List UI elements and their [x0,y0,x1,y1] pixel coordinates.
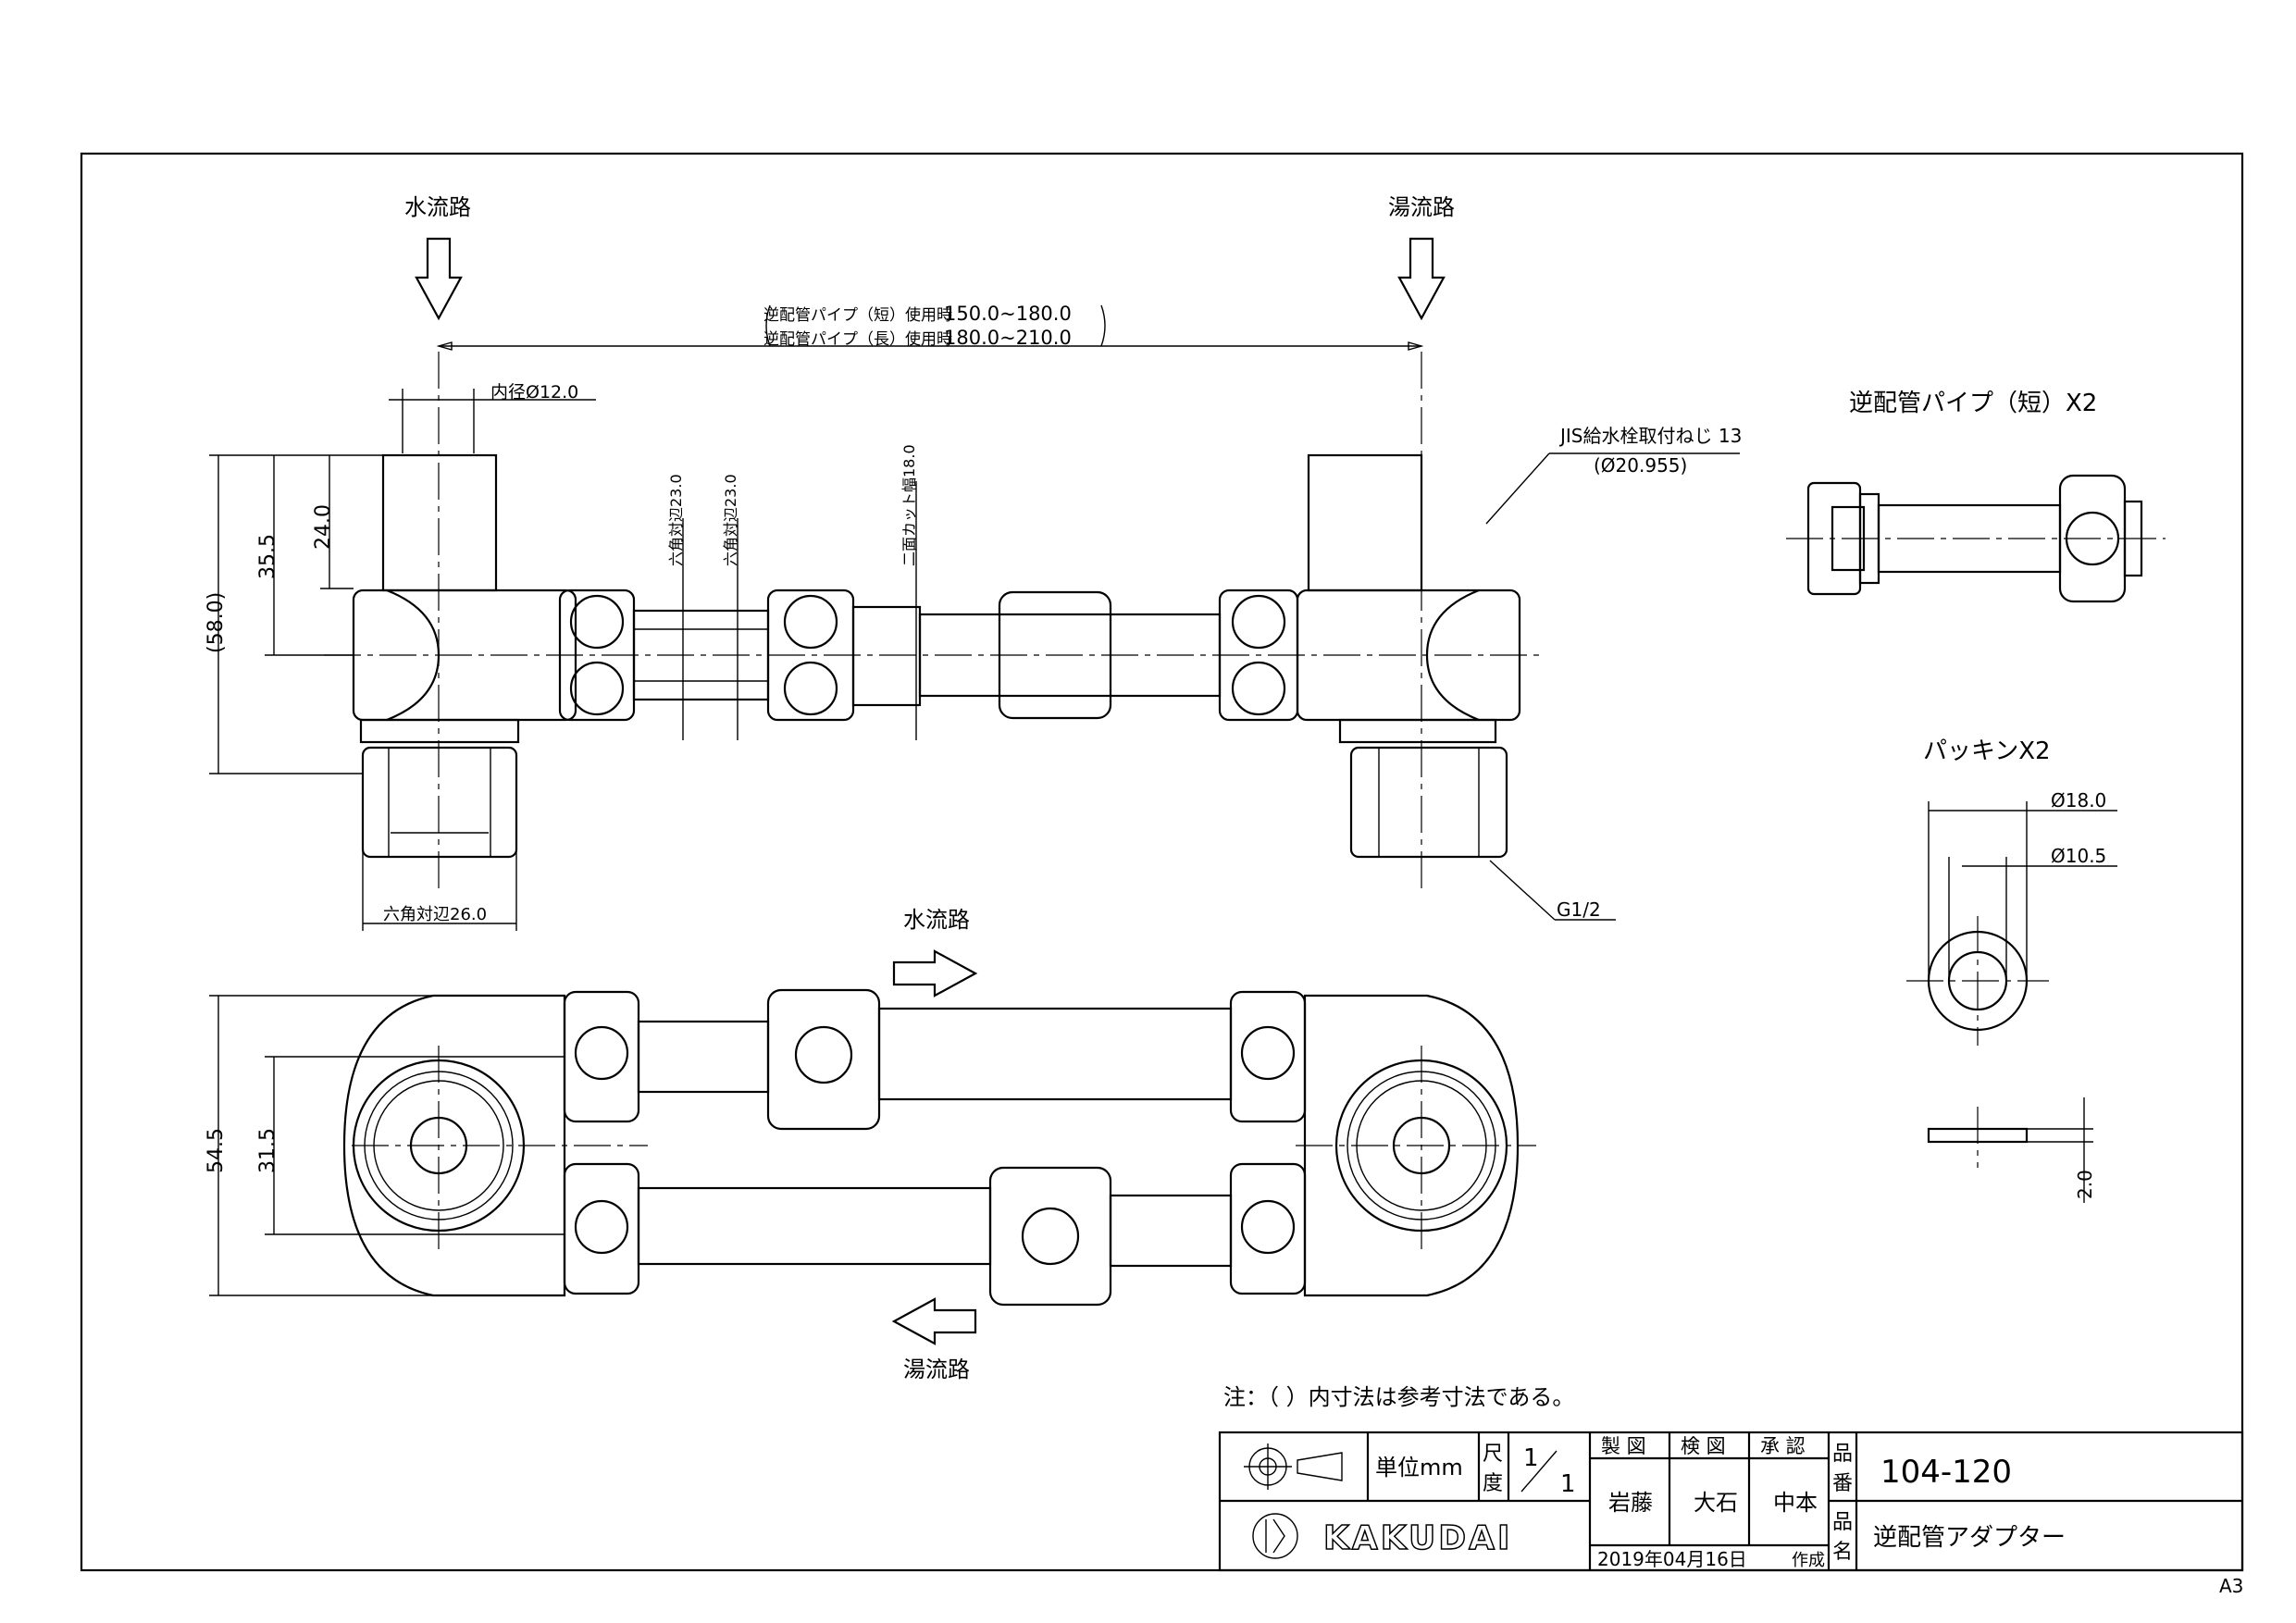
dim-span-long: 逆配管パイプ（長）使用時 [763,329,952,349]
scale-den: 1 [1560,1470,1576,1498]
part-no-label-1: 品 [1832,1443,1853,1466]
packing-label: パッキンX2 [1923,737,2051,765]
scale-label-1: 尺 [1483,1443,1503,1466]
dim-inner-diameter: 内径Ø12.0 [490,382,578,403]
dim-hex1: 六角対辺23.0 [667,474,685,566]
name-drawn: 岩藤 [1608,1490,1653,1516]
dim-g-thread: G1/2 [1557,898,1601,921]
part-name: 逆配管アダプター [1873,1524,2066,1552]
note-text: 注：（ ）内寸法は参考寸法である。 [1223,1384,1574,1410]
part-name-label-1: 品 [1832,1511,1853,1534]
packing-id: Ø10.5 [2051,845,2106,867]
made-text: 作成 [1792,1551,1825,1570]
dim-31-5: 31.5 [256,1128,279,1173]
dim-span-short: 逆配管パイプ（短）使用時 [763,305,952,325]
dim-58: (58.0) [205,592,228,653]
dim-span-short-value: 150.0~180.0 [944,303,1072,325]
unit-label: 単位mm [1375,1455,1463,1481]
dim-thread-dia: (Ø20.955) [1594,454,1687,477]
part-name-label-2: 名 [1832,1541,1853,1564]
water-flow-arrow-top [415,237,463,321]
sheet-size: A3 [2219,1575,2243,1597]
name-checked: 大石 [1694,1490,1738,1516]
front-view: 水流路 湯流路 逆配管パイプ（短）使用時 150.0~180.0 逆配管パイプ（… [205,194,1742,931]
header-approved: 承 認 [1760,1435,1806,1457]
dim-hex2: 六角対辺23.0 [722,474,739,566]
water-flow-arrow-bottom [892,949,978,997]
dim-35-5: 35.5 [256,534,279,579]
date-text: 2019年04月16日 [1597,1548,1747,1570]
hot-flow-arrow-top [1397,237,1446,321]
part-no-label-2: 番 [1832,1472,1853,1495]
dim-54-5: 54.5 [205,1128,228,1173]
hot-flow-label-top: 湯流路 [1388,194,1455,220]
water-flow-label-top: 水流路 [404,194,471,220]
sheet-border [80,152,2244,1572]
pipe-short-view: 逆配管パイプ（短）X2 [1786,390,2166,603]
pipe-short-label: 逆配管パイプ（短）X2 [1849,390,2097,417]
dim-24: 24.0 [312,504,335,550]
hot-flow-arrow-bottom [891,1297,977,1345]
kakudai-logo: KAKUDAI [1252,1513,1512,1559]
packing-od: Ø18.0 [2051,789,2106,812]
packing-thickness: 2.0 [2074,1170,2096,1199]
header-drawn: 製 図 [1601,1435,1646,1457]
scale-num: 1 [1523,1444,1539,1472]
projection-symbol-icon [1244,1443,1343,1490]
title-block: 単位mm 尺 度 1 1 製 図 検 図 承 認 岩藤 大石 中本 2019年0… [1218,1431,2244,1572]
header-checked: 検 図 [1681,1435,1726,1457]
packing-view: パッキンX2 Ø18.0 Ø10.5 2.0 [1906,737,2117,1203]
top-view: 水流路 湯流路 [205,907,1536,1382]
svg-text:KAKUDAI: KAKUDAI [1323,1519,1512,1557]
dim-hex-nut: 六角対辺26.0 [383,905,487,924]
dim-span-long-value: 180.0~210.0 [944,327,1072,349]
scale-label-2: 度 [1483,1472,1503,1495]
name-approved: 中本 [1773,1490,1818,1516]
dim-thread-name: JIS給水栓取付ねじ 13 [1558,425,1742,447]
dim-two-flat: 二面カット幅18.0 [900,444,918,566]
hot-flow-label-bottom: 湯流路 [903,1357,970,1382]
part-number: 104-120 [1880,1454,2012,1491]
water-flow-label-bottom: 水流路 [903,907,970,933]
